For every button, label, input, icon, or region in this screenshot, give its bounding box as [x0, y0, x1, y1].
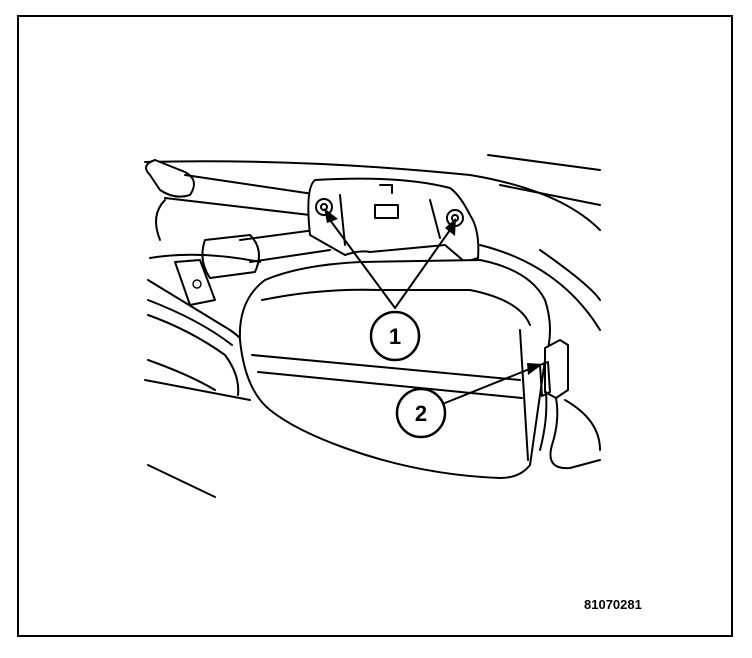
figure-id: 81070281	[584, 597, 642, 612]
callout-1: 1	[369, 310, 421, 362]
callout-2-label: 2	[415, 401, 427, 426]
callout-1-label: 1	[389, 324, 401, 349]
body-panel-lines	[144, 154, 601, 498]
wiper-linkage	[145, 159, 331, 306]
mounting-bracket	[307, 177, 480, 263]
electrical-connector	[539, 339, 601, 470]
callout-2: 2	[395, 387, 447, 439]
wiper-motor-housing	[238, 259, 551, 479]
leader-lines	[324, 208, 543, 406]
